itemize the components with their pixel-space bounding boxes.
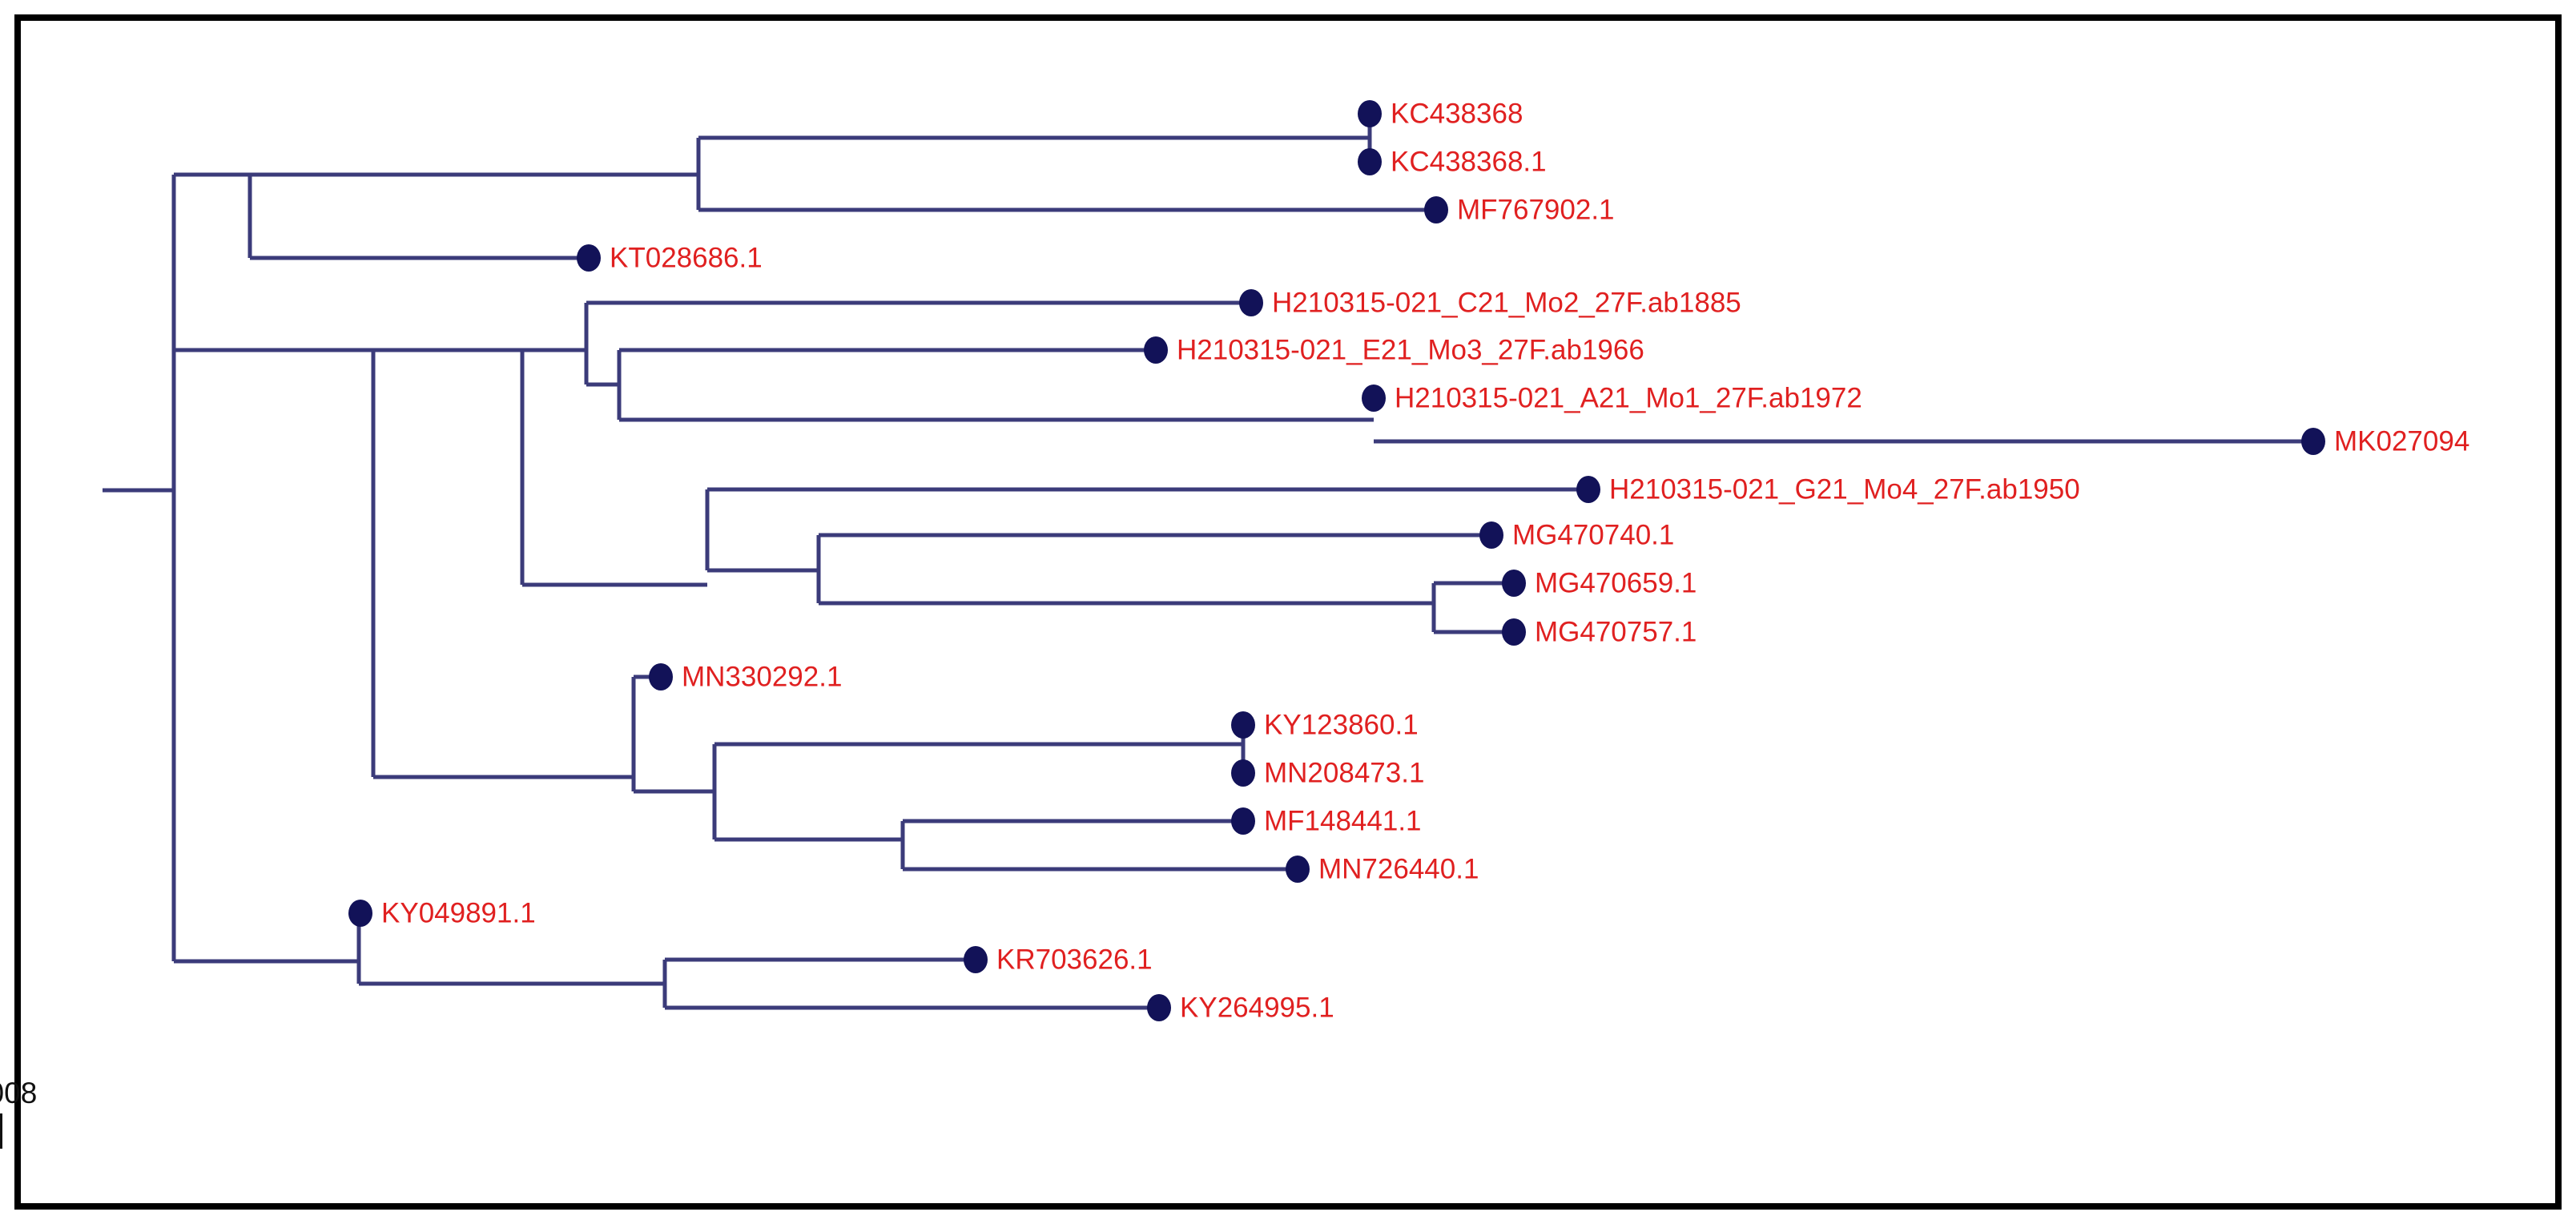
tip-node-t13[interactable] [649,663,673,691]
tree-tip-nodes [348,100,2325,1021]
tip-label-t3: MF767902.1 [1457,194,1615,226]
tip-label-t17: MN726440.1 [1318,853,1479,885]
tip-label-t4: KT028686.1 [610,242,763,274]
tip-label-t6: H210315-021_E21_Mo3_27F.ab1966 [1177,334,1644,366]
tip-label-t16: MF148441.1 [1264,805,1422,837]
tip-node-t6[interactable] [1144,336,1168,364]
figure-border [14,14,2562,1210]
tip-node-t15[interactable] [1231,759,1255,787]
tip-label-t5: H210315-021_C21_Mo2_27F.ab1885 [1272,287,1741,319]
tip-label-t12: MG470757.1 [1535,616,1697,648]
tip-node-t1[interactable] [1358,100,1382,127]
tip-node-t3[interactable] [1424,196,1448,223]
tip-node-t7[interactable] [1362,385,1386,412]
tip-label-t1: KC438368 [1391,98,1523,130]
tip-node-t20[interactable] [1147,994,1171,1021]
tip-node-t18[interactable] [348,900,372,927]
tip-node-t12[interactable] [1502,618,1526,646]
tip-node-t5[interactable] [1239,289,1263,316]
tip-node-t17[interactable] [1286,856,1310,883]
tip-node-t4[interactable] [577,244,601,272]
tip-label-t15: MN208473.1 [1264,757,1425,789]
tree-branches [103,114,2313,1010]
tip-node-t9[interactable] [1576,476,1600,503]
tip-node-t11[interactable] [1502,570,1526,597]
tip-label-t11: MG470659.1 [1535,567,1697,599]
tip-node-t10[interactable] [1479,521,1503,549]
tip-label-t7: H210315-021_A21_Mo1_27F.ab1972 [1395,382,1862,414]
tip-label-t2: KC438368.1 [1391,146,1547,178]
tip-node-t2[interactable] [1358,148,1382,175]
tip-label-t8: MK027094 [2334,425,2470,457]
tip-node-t14[interactable] [1231,711,1255,739]
tip-label-t20: KY264995.1 [1180,992,1334,1024]
tip-label-t19: KR703626.1 [996,944,1153,976]
scale-bar-label: 0.008 [0,1077,38,1109]
tip-node-t8[interactable] [2301,428,2325,455]
tip-node-t16[interactable] [1231,807,1255,835]
tip-label-t9: H210315-021_G21_Mo4_27F.ab1950 [1609,473,2080,505]
tip-node-t19[interactable] [964,946,988,973]
tip-label-t10: MG470740.1 [1512,519,1675,551]
tip-label-t13: MN330292.1 [682,661,843,693]
tip-label-t18: KY049891.1 [381,897,536,929]
tip-label-t14: KY123860.1 [1264,709,1419,741]
